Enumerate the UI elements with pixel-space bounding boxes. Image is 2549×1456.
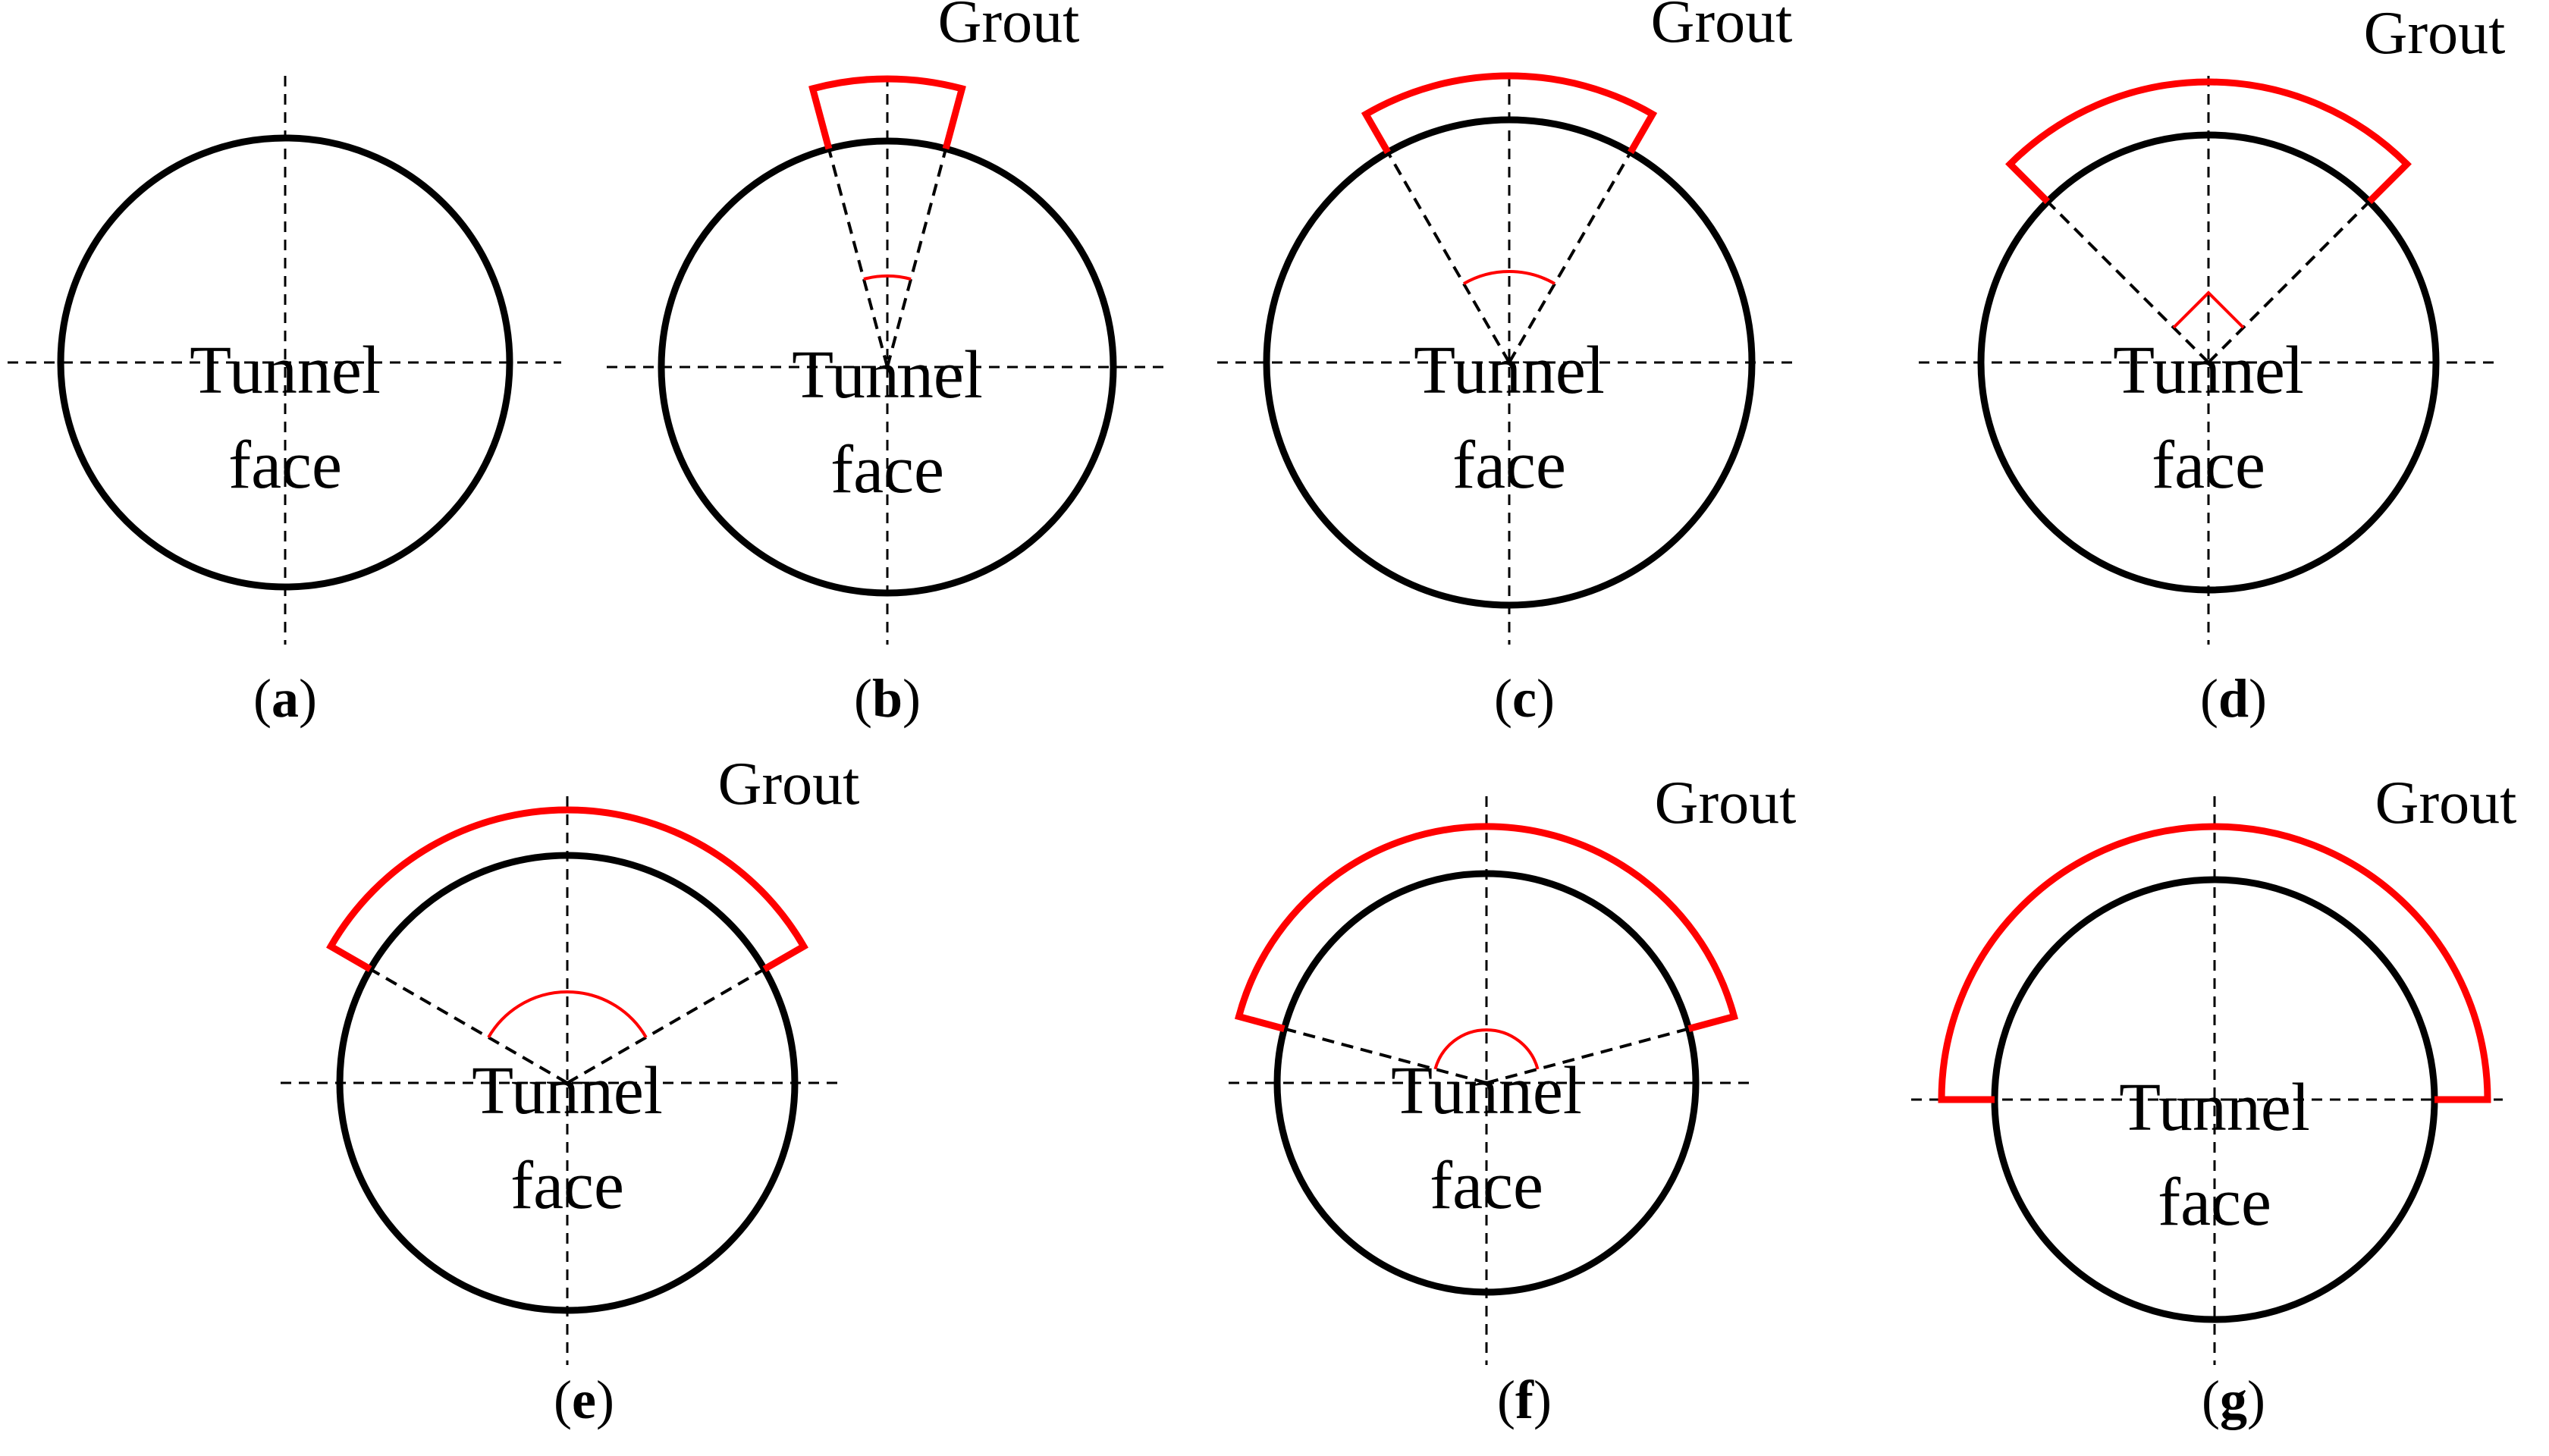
face-label: face bbox=[830, 432, 944, 507]
caption-letter: g bbox=[2220, 1370, 2247, 1430]
panel-a: Tunnel face (a) bbox=[8, 76, 561, 729]
caption-close-paren: ) bbox=[2247, 1370, 2265, 1430]
tunnel-circle bbox=[336, 852, 799, 1314]
caption-close-paren: ) bbox=[2249, 668, 2267, 729]
tunnel-label: Tunnel bbox=[2113, 333, 2304, 408]
caption-letter: f bbox=[1515, 1370, 1534, 1430]
caption-letter: e bbox=[572, 1370, 596, 1430]
panel-caption: (d) bbox=[2200, 668, 2267, 729]
grout-label: Grout bbox=[2375, 770, 2517, 836]
tunnel-circle bbox=[1977, 131, 2440, 594]
tunnel-label: Tunnel bbox=[190, 333, 381, 408]
tunnel-label: Tunnel bbox=[2119, 1070, 2310, 1145]
grout-label: Grout bbox=[1651, 0, 1793, 55]
caption-open-paren: ( bbox=[253, 668, 272, 729]
radial-ray-right bbox=[1508, 151, 1632, 364]
grout-label: Grout bbox=[1655, 770, 1797, 836]
panel-caption: (f) bbox=[1497, 1370, 1552, 1430]
face-label: face bbox=[1430, 1148, 1543, 1223]
tunnel-circle bbox=[658, 137, 1117, 597]
face-label: face bbox=[228, 428, 342, 503]
grout-zone bbox=[2005, 78, 2412, 205]
radial-ray-right bbox=[566, 968, 765, 1084]
panel-caption: (g) bbox=[2202, 1370, 2265, 1430]
face-label: face bbox=[510, 1148, 624, 1223]
caption-close-paren: ) bbox=[299, 668, 317, 729]
radial-ray-right bbox=[1486, 1027, 1690, 1084]
grout-label: Grout bbox=[718, 751, 860, 817]
angle-arc bbox=[487, 990, 648, 1039]
face-label: face bbox=[2152, 428, 2265, 503]
panel-caption: (a) bbox=[253, 668, 317, 729]
radial-ray-right bbox=[886, 148, 948, 368]
grout-zone bbox=[1938, 823, 2491, 1103]
angle-arc bbox=[1433, 1028, 1540, 1070]
radial-ray-left bbox=[827, 148, 889, 368]
radial-ray-left bbox=[1283, 1027, 1487, 1084]
tunnel-label: Tunnel bbox=[472, 1053, 663, 1128]
caption-open-paren: ( bbox=[1494, 668, 1512, 729]
tunnel-label: Tunnel bbox=[792, 337, 983, 413]
grout-label: Grout bbox=[938, 0, 1080, 55]
radial-ray-left bbox=[369, 968, 569, 1084]
caption-open-paren: ( bbox=[554, 1370, 572, 1430]
angle-arc bbox=[863, 275, 912, 281]
caption-close-paren: ) bbox=[596, 1370, 614, 1430]
caption-open-paren: ( bbox=[854, 668, 872, 729]
caption-open-paren: ( bbox=[2200, 668, 2218, 729]
caption-letter: a bbox=[272, 668, 299, 729]
panel-caption: (b) bbox=[854, 668, 921, 729]
caption-open-paren: ( bbox=[1497, 1370, 1515, 1430]
caption-open-paren: ( bbox=[2202, 1370, 2220, 1430]
radial-ray-right bbox=[2207, 200, 2371, 364]
caption-letter: b bbox=[872, 668, 903, 729]
grout-zone bbox=[326, 806, 808, 972]
caption-close-paren: ) bbox=[1533, 1370, 1552, 1430]
grout-zone bbox=[808, 75, 966, 150]
right-angle-mark bbox=[2172, 290, 2245, 329]
radial-ray-left bbox=[2046, 200, 2210, 364]
caption-close-paren: ) bbox=[1537, 668, 1555, 729]
face-label: face bbox=[2158, 1165, 2271, 1240]
caption-letter: c bbox=[1512, 668, 1537, 729]
grout-zone bbox=[1361, 72, 1658, 155]
tunnel-circle bbox=[1263, 116, 1756, 609]
caption-letter: d bbox=[2218, 668, 2249, 729]
tunnel-circle bbox=[1273, 870, 1700, 1296]
radial-ray-left bbox=[1386, 151, 1511, 364]
tunnel-label: Tunnel bbox=[1391, 1053, 1582, 1128]
grout-zone bbox=[1234, 823, 1739, 1032]
panel-caption: (c) bbox=[1494, 668, 1555, 729]
grout-label: Grout bbox=[2364, 0, 2506, 67]
tunnel-circle bbox=[57, 134, 513, 591]
caption-close-paren: ) bbox=[903, 668, 921, 729]
tunnel-label: Tunnel bbox=[1414, 333, 1605, 408]
angle-arc bbox=[1463, 270, 1555, 285]
panel-caption: (e) bbox=[554, 1370, 614, 1430]
face-label: face bbox=[1452, 428, 1566, 503]
